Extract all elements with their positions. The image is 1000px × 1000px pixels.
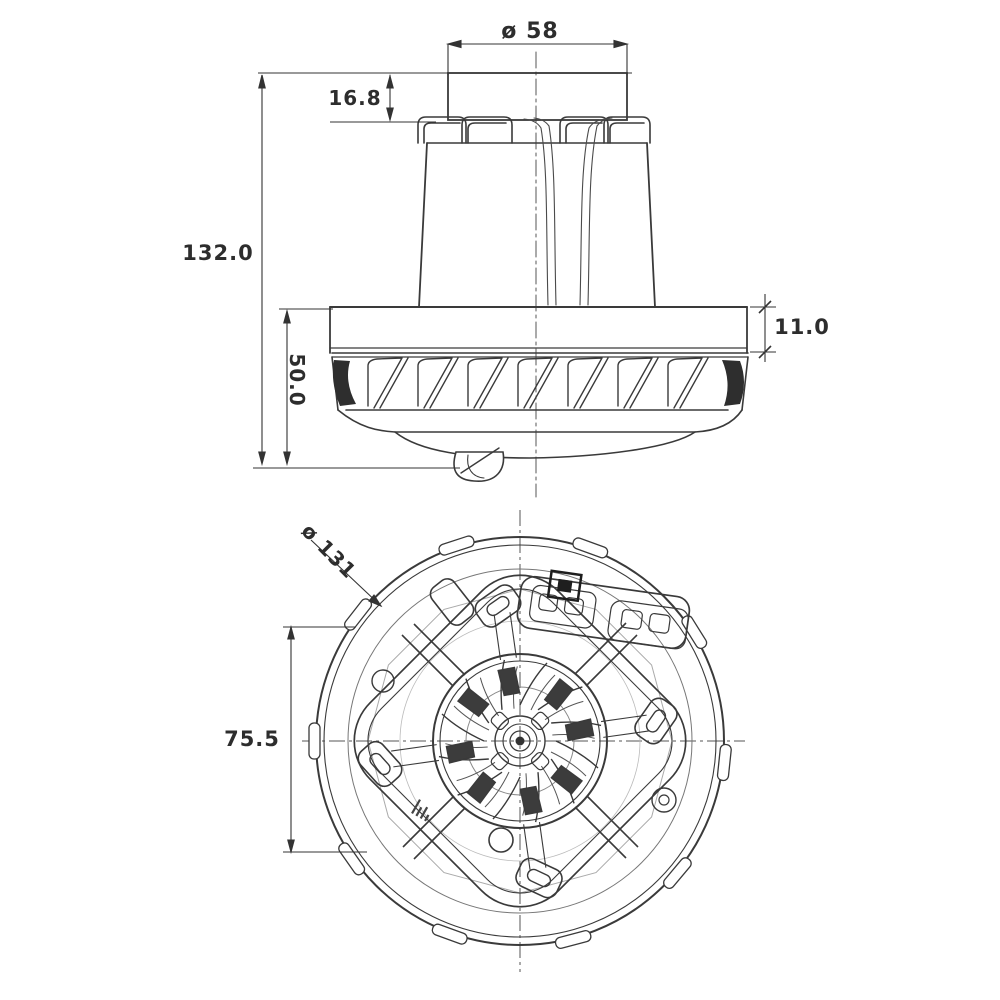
dimension-label-lower-section-height: 50.0	[285, 353, 309, 407]
dimension-label-overall-height: 132.0	[182, 241, 254, 265]
stamp-marks	[411, 799, 430, 822]
dimension-label-cap-height: 16.8	[328, 86, 382, 110]
dimension-label-cap-diameter: ø 58	[501, 19, 559, 44]
dimension-lines	[253, 39, 776, 855]
dimension-label-mount-offset: 75.5	[224, 727, 280, 751]
bottom-view-drawing	[302, 510, 745, 972]
dimension-label-flange-thickness: 11.0	[774, 315, 830, 339]
side-view-drawing	[329, 51, 749, 498]
